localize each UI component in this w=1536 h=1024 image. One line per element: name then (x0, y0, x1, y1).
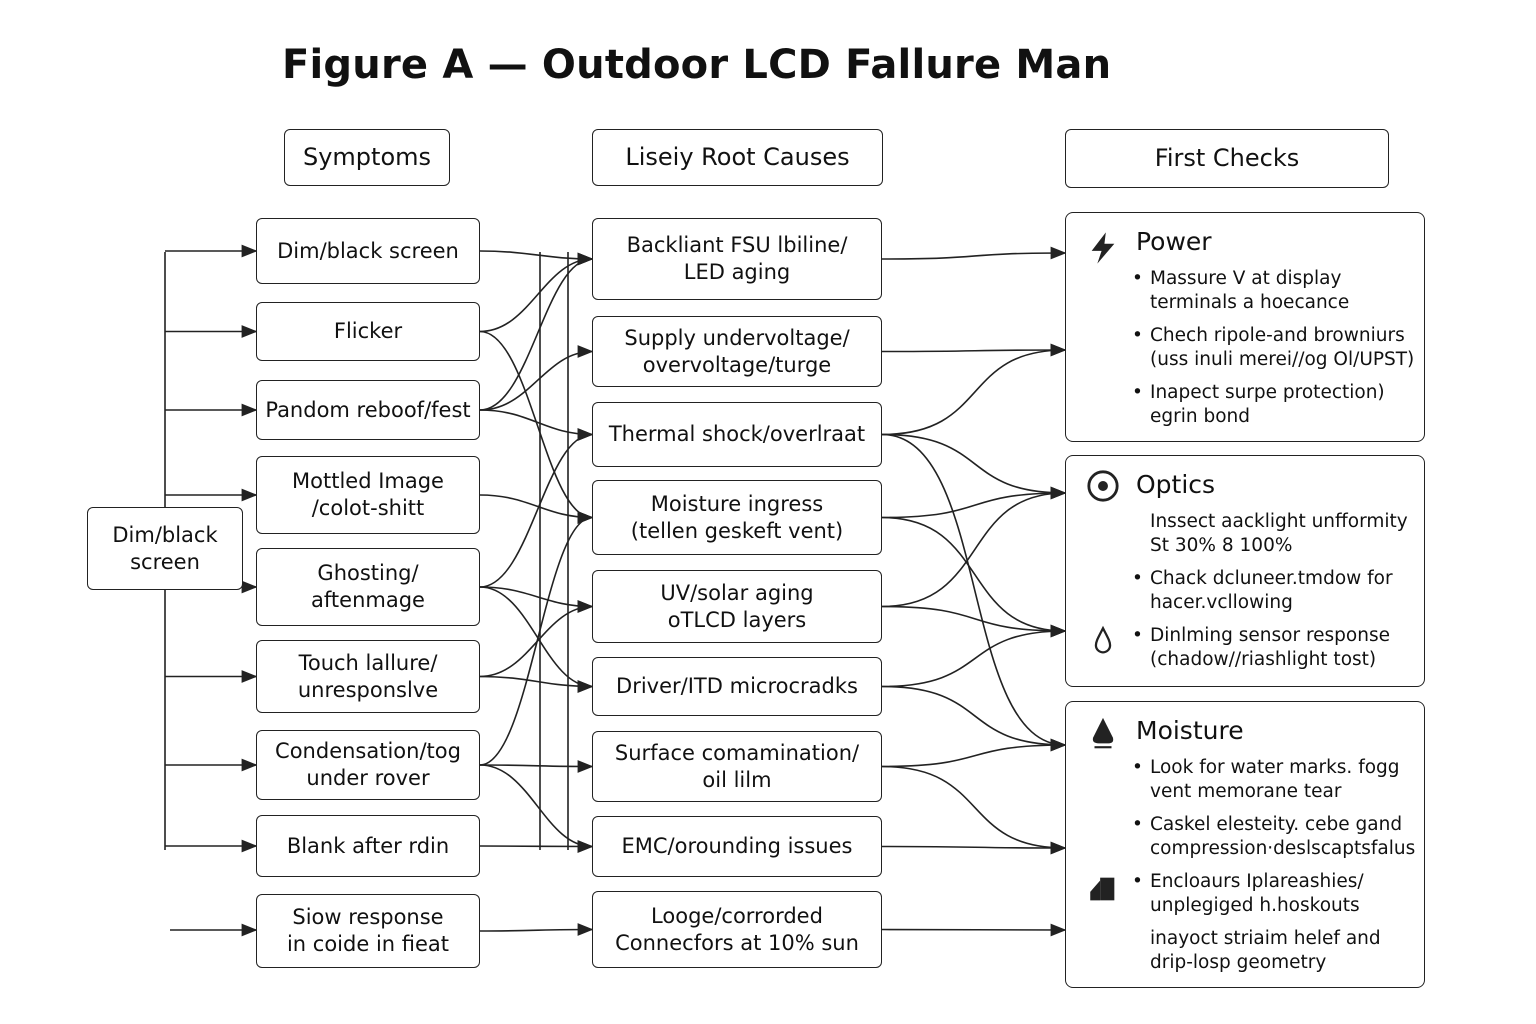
symptom-to-cause-link (479, 330, 594, 524)
symptoms-header: Symptoms (284, 129, 450, 186)
cause-node: Supply undervoltage/ overvoltage/turge (592, 316, 882, 387)
symptom-to-cause-link (479, 764, 594, 853)
check-item: Chack dcluneer.tmdow for hacer.vcllowing (1132, 567, 1408, 615)
check-item: Look for water marks. fogg vent memorane… (1132, 756, 1415, 804)
symptom-to-cause-link (479, 494, 594, 524)
cause-node: Backliant FSU lbiline/ LED aging (592, 218, 882, 300)
cause-node: UV/solar aging oTLCD layers (592, 570, 882, 643)
check-moisture: Moisture Look for water marks. fogg vent… (1065, 701, 1425, 988)
check-optics: Optics Inssect aacklight unfformity St 3… (1065, 455, 1425, 687)
cause-to-check-link (881, 433, 1067, 500)
cause-to-check-link (881, 923, 1067, 937)
symptom-node: Siow response in coide in fieat (256, 894, 480, 968)
droplet-icon (1094, 625, 1112, 654)
symptom-to-cause-link (479, 840, 594, 853)
cause-to-check-link (881, 841, 1067, 855)
symptom-node: Condensation/tog under rover (256, 730, 480, 800)
cause-node: Looge/corrorded Connecfors at 10% sun (592, 891, 882, 968)
cause-to-check-link (881, 765, 1067, 855)
check-title: Moisture (1136, 716, 1244, 745)
symptom-to-cause-link (479, 511, 594, 766)
check-item: inayoct striaim helef and drip-losp geom… (1150, 928, 1381, 973)
first-checks-header: First Checks (1065, 129, 1389, 188)
check-title: Optics (1136, 470, 1216, 499)
cause-to-check-link (881, 738, 1067, 768)
cause-node: Driver/ITD microcradks (592, 657, 882, 716)
symptom-to-cause-link (479, 252, 594, 411)
symptom-node: Pandom reboof/fest (256, 380, 480, 440)
lightning-icon (1091, 232, 1115, 264)
check-item: Inssect aacklight unfformity St 30% 8 10… (1150, 511, 1408, 556)
cause-to-check-link (881, 343, 1067, 357)
check-item: Encloaurs Iplareashies/ unplegiged h.hos… (1132, 870, 1415, 918)
cause-to-check-link (881, 343, 1067, 436)
check-item: Dinlming sensor response (chadow//riashl… (1132, 624, 1408, 672)
cause-to-check-link (881, 433, 1067, 752)
cause-to-check-link (881, 605, 1067, 638)
cause-to-check-link (881, 624, 1067, 688)
source-node-dim-black-screen: Dim/black screen (87, 507, 243, 590)
check-item: Inapect surpe protection) egrin bond (1132, 381, 1414, 429)
check-item: Chech ripole-and browniurs (uss inuli me… (1132, 324, 1414, 372)
cause-node: Surface comamination/ oil lilm (592, 731, 882, 802)
symptom-to-cause-link (479, 250, 594, 266)
symptom-node: Touch lallure/ unresponslve (256, 640, 480, 713)
symptom-node: Ghosting/ aftenmage (256, 548, 480, 626)
symptom-to-cause-link (479, 760, 594, 773)
check-item: Caskel elesteity. cebe gand compression·… (1132, 813, 1415, 861)
symptom-to-cause-link (479, 345, 594, 411)
cause-to-check-link (881, 486, 1067, 608)
symptom-to-cause-link (479, 923, 594, 936)
cause-to-check-link (881, 685, 1067, 752)
figure-title: Figure A — Outdoor LCD Fallure Man (282, 42, 1112, 88)
cause-node: Moisture ingress (tellen geskeft vent) (592, 480, 882, 555)
symptom-to-cause-link (479, 428, 594, 588)
cause-node: EMC/orounding issues (592, 816, 882, 877)
water-drop-icon (1092, 717, 1114, 749)
symptom-node: Blank after rdin (256, 815, 480, 877)
symptom-node: Mottled Image /colot-shitt (256, 456, 480, 534)
symptom-to-cause-link (479, 586, 594, 693)
enclosure-icon (1090, 877, 1115, 901)
symptom-node: Dim/black screen (256, 218, 480, 284)
cause-to-check-link (881, 246, 1067, 260)
target-icon (1087, 470, 1119, 502)
check-power: Power Massure V at display terminals a h… (1065, 212, 1425, 442)
check-item: Massure V at display terminals a hoecanc… (1132, 267, 1414, 315)
cause-to-check-link (881, 486, 1067, 519)
root-causes-header: Liseiy Root Causes (592, 129, 883, 186)
cause-node: Thermal shock/overlraat (592, 402, 882, 467)
symptom-to-cause-link (479, 675, 594, 693)
symptom-to-cause-link (479, 409, 594, 441)
bus-line (539, 252, 569, 850)
check-title: Power (1136, 227, 1212, 256)
symptom-to-cause-link (479, 252, 594, 333)
cause-to-check-link (881, 516, 1067, 638)
symptom-to-cause-link (479, 600, 594, 678)
symptom-to-cause-link (479, 586, 594, 613)
symptom-node: Flicker (256, 302, 480, 361)
